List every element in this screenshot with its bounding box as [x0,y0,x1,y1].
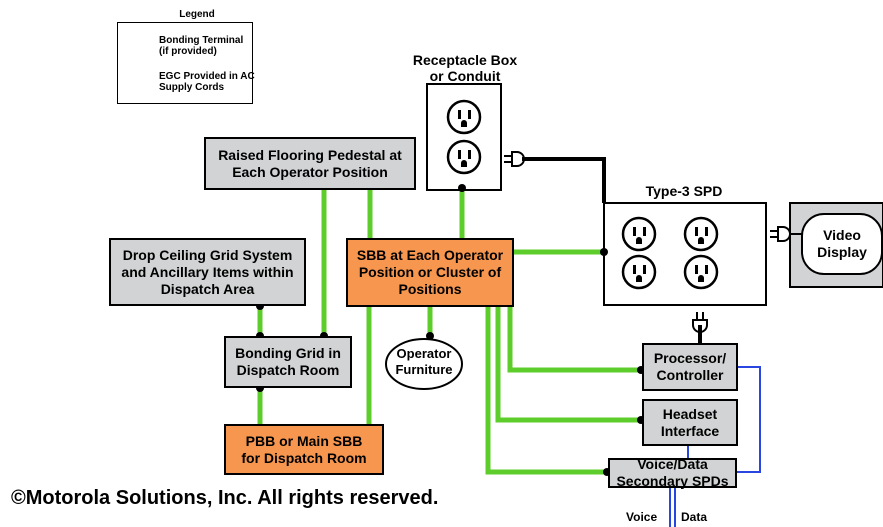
sbb-operator-position-box: SBB at Each Operator Position or Cluster… [346,238,514,307]
bonding-terminal [600,248,608,256]
drop-ceiling-grid-box: Drop Ceiling Grid System and Ancillary I… [109,238,306,306]
operator-furniture-label: Operator Furniture [395,346,453,377]
ac-supply-cords [522,157,702,343]
bonding-conductors [257,188,642,475]
voice-label: Voice [626,510,658,524]
outlets [446,99,719,290]
headset-interface-box: Headset Interface [642,399,738,446]
legend-egc-label: EGC Provided in AC Supply Cords [159,71,255,93]
raised-flooring-pedestal-box: Raised Flooring Pedestal at Each Operato… [204,137,416,190]
outlet-icon [683,254,719,290]
video-display-label: Video Display [817,227,867,260]
receptacle-box-label: Receptacle Box or Conduit [412,52,518,84]
outlet-icon [621,216,657,252]
spd-to-display-plug-icon [770,226,802,242]
receptacle-plug-icon [504,151,525,167]
outlet-icon [446,99,482,135]
type3-spd-label: Type-3 SPD [645,183,723,199]
outlet-icon [446,139,482,175]
outlet-icon [683,216,719,252]
copyright-notice: ©Motorola Solutions, Inc. All rights res… [11,487,439,509]
operator-furniture-ellipse [385,338,463,390]
spd-processor-plug-icon [692,312,708,333]
type3-spd-box [603,202,767,306]
voice-data-spd-box: Voice/Data Secondary SPDs [608,456,737,489]
pbb-main-sbb-box: PBB or Main SBB for Dispatch Room [224,424,384,475]
bonding-terminal [426,332,434,340]
legend-title: Legend [179,9,215,20]
legend-bonding-terminal-label: Bonding Terminal (if provided) [159,35,244,57]
data-label: Data [681,510,708,524]
signal-lines [669,366,761,527]
bonding-terminal [458,184,466,192]
outlet-icon [621,254,657,290]
processor-controller-box: Processor/ Controller [642,343,738,391]
video-display-screen [801,213,883,275]
legend-box [117,22,253,104]
bonding-grid-box: Bonding Grid in Dispatch Room [224,336,352,388]
